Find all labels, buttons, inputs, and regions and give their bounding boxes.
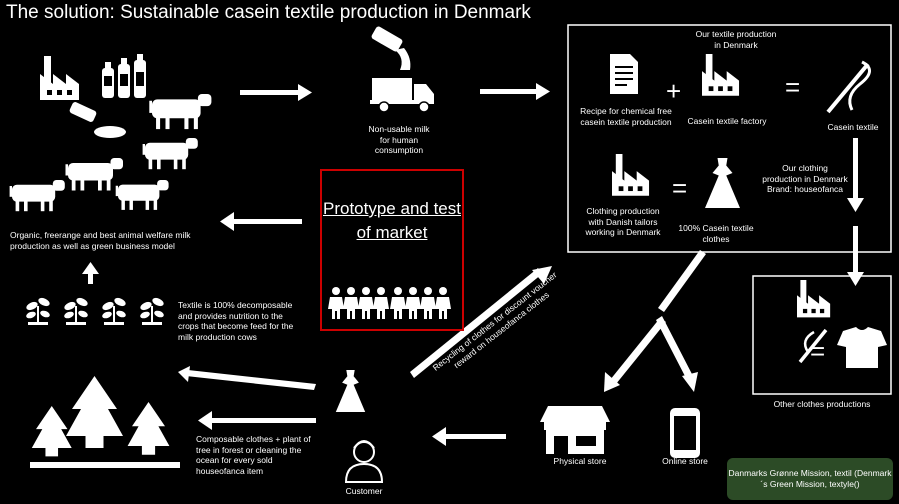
composable-caption: Composable clothes + plant of tree in fo… bbox=[196, 434, 311, 476]
recipe-document-icon bbox=[610, 54, 638, 94]
forest-ground bbox=[30, 462, 180, 468]
physical-store-label: Physical store bbox=[553, 456, 607, 466]
customer-label: Customer bbox=[345, 486, 383, 496]
recipe-caption: Recipe for chemical free casein textile … bbox=[580, 106, 672, 127]
equals-sign-2: = bbox=[672, 173, 688, 203]
arrow-farm-to-milk bbox=[240, 84, 312, 101]
tree-icon bbox=[127, 402, 170, 455]
cow-icon bbox=[65, 158, 123, 191]
cow-icon bbox=[149, 94, 212, 130]
arrow-prototype-to-farm bbox=[220, 212, 302, 231]
prototype-title: Prototype and test of market bbox=[323, 199, 461, 242]
farm-caption: Organic, freerange and best animal welfa… bbox=[10, 230, 191, 251]
customer-icon bbox=[344, 440, 384, 483]
phone-icon bbox=[670, 408, 700, 458]
farm-factory-icon bbox=[40, 56, 79, 100]
cow-icon bbox=[9, 180, 65, 212]
clothing-factory-icon bbox=[612, 154, 650, 196]
factory-caption: Casein textile factory bbox=[687, 116, 767, 126]
arrow-split-to-physical bbox=[604, 318, 666, 392]
mission-badge: Danmarks Grønne Mission, textil (Denmark… bbox=[727, 458, 893, 500]
arrow-milk-to-production bbox=[480, 83, 550, 100]
other-productions-box bbox=[752, 275, 892, 395]
arrow-to-other-productions bbox=[847, 226, 864, 286]
clothes-caption: 100% Casein textile clothes bbox=[678, 223, 754, 244]
textile-caption: Casein textile bbox=[827, 122, 879, 132]
equals-sign-3: = bbox=[810, 336, 826, 366]
sprout-icon bbox=[139, 296, 165, 325]
clothing-production-caption: Clothing production with Danish tailors … bbox=[585, 206, 661, 237]
production-header: Our textile production in Denmark bbox=[695, 29, 777, 50]
equals-sign: = bbox=[785, 72, 801, 102]
arrow-clothes-to-split bbox=[658, 250, 706, 312]
online-store-label: Online store bbox=[662, 456, 708, 466]
tshirt-icon bbox=[837, 327, 887, 368]
mission-text: Danmarks Grønne Mission, textil (Denmark… bbox=[728, 468, 892, 489]
customer-dress-icon bbox=[335, 370, 366, 412]
brand-caption: Our clothing production in Denmark Brand… bbox=[762, 163, 848, 194]
sprout-icon bbox=[25, 296, 51, 325]
tree-icon bbox=[31, 406, 72, 457]
physical-store-icon bbox=[540, 406, 610, 454]
arrow-customer-to-forest bbox=[198, 411, 316, 430]
prototype-box: Prototype and test of market bbox=[320, 169, 464, 331]
arrow-recycling bbox=[410, 266, 552, 378]
arrow-store-to-customer bbox=[432, 427, 506, 446]
other-productions-caption: Other clothes productions bbox=[773, 399, 871, 409]
needle-thread-icon bbox=[826, 60, 871, 114]
cow-icon bbox=[142, 138, 198, 170]
other-factory-icon bbox=[797, 280, 831, 318]
dress-icon bbox=[705, 158, 740, 208]
spilled-milk-icon bbox=[69, 102, 126, 138]
arrow-plants-to-farm bbox=[82, 262, 99, 284]
production-box bbox=[567, 24, 892, 253]
milk-truck-icon bbox=[370, 26, 434, 113]
arrow-split-to-online bbox=[656, 316, 698, 392]
plants-caption: Textile is 100% decomposable and provide… bbox=[178, 300, 294, 342]
tree-icon bbox=[66, 376, 123, 448]
milk-bottles-icon bbox=[102, 54, 146, 98]
plus-sign: + bbox=[666, 76, 682, 106]
needle-icon bbox=[798, 328, 828, 364]
arrow-customer-to-plants bbox=[178, 366, 316, 390]
sprout-icon bbox=[63, 296, 89, 325]
cow-icon bbox=[115, 180, 169, 210]
textile-factory-icon bbox=[702, 54, 740, 96]
arrow-textile-down bbox=[847, 138, 864, 212]
sprout-icon bbox=[101, 296, 127, 325]
milk-caption: Non-usable milk for human consumption bbox=[368, 124, 430, 155]
page-title: The solution: Sustainable casein textile… bbox=[6, 2, 531, 23]
